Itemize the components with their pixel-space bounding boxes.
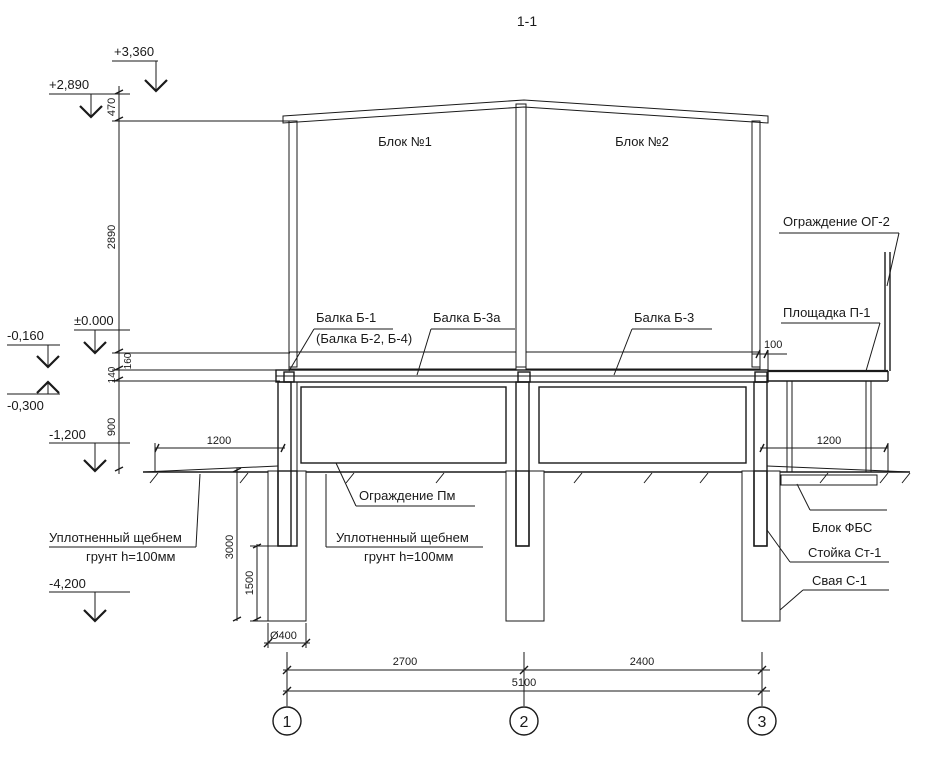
section-title: 1-1 (517, 13, 537, 29)
walls (288, 103, 761, 368)
callouts: Балка Б-1 (Балка Б-2, Б-4) Балка Б-3а Ба… (49, 214, 900, 611)
vdim-3000: 3000 (224, 535, 236, 559)
callout-gravel-mid-1: Уплотненный щебнем (336, 530, 469, 545)
block-1-label: Блок №1 (378, 134, 432, 149)
axis-grid: 1 2 3 (272, 652, 777, 736)
floor-slabs (288, 351, 761, 370)
platform-p1 (768, 369, 889, 486)
vdim-2890: 2890 (106, 225, 118, 249)
axis-3-label: 3 (758, 714, 767, 731)
horizontal-dimensions: 1200 1200 100 Ø400 2700 2400 5100 (154, 339, 889, 696)
callout-post-st1: Стойка Ст-1 (808, 545, 881, 560)
callout-fence-og2: Ограждение ОГ-2 (783, 214, 890, 229)
hdim-2700: 2700 (393, 656, 417, 668)
vdim-1500: 1500 (244, 571, 256, 595)
posts (277, 381, 768, 547)
elevation-1200: -1,200 (49, 427, 86, 442)
vertical-dimensions: 470 2890 160 140 900 3000 1500 (106, 86, 290, 622)
callout-gravel-left-1: Уплотненный щебнем (49, 530, 182, 545)
callout-pile-s1: Свая С-1 (812, 573, 867, 588)
vdim-140: 140 (107, 366, 118, 383)
hdim-2400: 2400 (630, 656, 654, 668)
hdim-d400: Ø400 (270, 630, 297, 642)
callout-platform-p1: Площадка П-1 (783, 305, 871, 320)
callout-fence-pm: Ограждение Пм (359, 488, 455, 503)
callout-block-fbs: Блок ФБС (812, 520, 872, 535)
callout-gravel-mid-2: грунт h=100мм (364, 549, 454, 564)
elevation-2890: +2,890 (49, 77, 89, 92)
vdim-470: 470 (106, 98, 118, 116)
hdim-100: 100 (764, 339, 782, 351)
vdim-900: 900 (106, 418, 118, 436)
callout-gravel-left-2: грунт h=100мм (86, 549, 176, 564)
hdim-1200-right: 1200 (817, 435, 841, 447)
beams (275, 369, 769, 383)
axis-1-marker (272, 706, 302, 736)
elevation-3360: +3,360 (114, 44, 154, 59)
elevation-0300: -0,300 (7, 398, 44, 413)
hdim-1200-left: 1200 (207, 435, 231, 447)
vdim-160: 160 (123, 352, 134, 369)
elevation-0000: ±0.000 (74, 313, 114, 328)
elevation-4200: -4,200 (49, 576, 86, 591)
elevation-0160: -0,160 (7, 328, 44, 343)
axis-1-label: 1 (283, 714, 292, 731)
callout-beam-b1: Балка Б-1 (316, 310, 376, 325)
callout-beam-b3: Балка Б-3 (634, 310, 694, 325)
fence-pm-panels (300, 386, 747, 464)
axis-3-marker (747, 706, 777, 736)
block-2-label: Блок №2 (615, 134, 669, 149)
callout-beam-b3a: Балка Б-3а (433, 310, 501, 325)
axis-2-marker (509, 706, 539, 736)
roof (282, 99, 769, 124)
axis-2-label: 2 (520, 714, 529, 731)
piles (267, 470, 781, 622)
fence-og2 (884, 252, 891, 371)
callout-beam-b2-b4: (Балка Б-2, Б-4) (316, 331, 412, 346)
